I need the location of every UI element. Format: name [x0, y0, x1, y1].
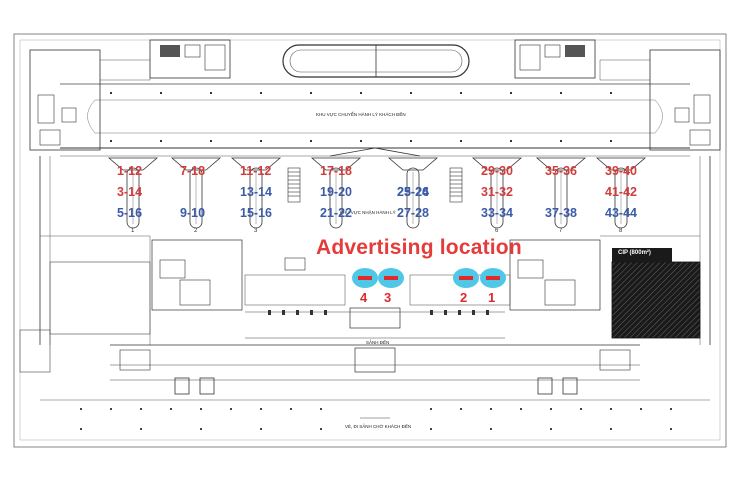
gate-code-bot: 37-38: [545, 206, 577, 220]
staircase-right: [449, 167, 463, 203]
gate-number: 1: [131, 228, 135, 234]
west-rooms: [19, 261, 151, 373]
plan-frame: [13, 33, 727, 448]
ad-spot-panel-3: [384, 276, 398, 280]
gate-code-mid: 23-24: [397, 185, 429, 199]
baggage-carousel: [107, 157, 159, 229]
exit-area: [40, 344, 710, 401]
ad-spot-panel-4: [358, 276, 372, 280]
ad-spot-number-1: 1: [488, 290, 496, 305]
gate-code-top: 11-12: [240, 164, 272, 178]
gate-number: 2: [194, 228, 198, 234]
plan-inner-frame: [19, 39, 721, 441]
sanh-den-label: SẢNH ĐẾN: [366, 340, 390, 345]
gate-code-mid: 13-14: [240, 185, 272, 199]
gate-code-mid: 3-14: [117, 185, 143, 199]
baggage-zone-label: KHU VỰC NHẬN HÀNH LÝ: [340, 210, 396, 215]
gate-code-top: 17-18: [320, 164, 352, 178]
baggage-carousel: [387, 157, 439, 229]
carousel-group: [107, 157, 647, 229]
gate-code-top: 39-40: [605, 164, 637, 178]
gate-code-top: 29-30: [481, 164, 513, 178]
baggage-carousel: [170, 157, 222, 229]
gate-code-mid: 41-42: [605, 185, 637, 199]
baggage-carousel: [535, 157, 587, 229]
ad-spot-panel-1: [486, 276, 500, 280]
corridor-end: [654, 99, 663, 134]
gate-code-mid: 25-26: [397, 185, 429, 199]
north-east-block: [514, 39, 721, 151]
gate-code-bot: 33-34: [481, 206, 513, 220]
baggage-carousel: [310, 157, 362, 229]
gate-code-top: 1-12: [117, 164, 143, 178]
gate-number: 3: [254, 228, 258, 234]
corridor-columns: [110, 92, 612, 142]
column-grid: [80, 408, 672, 430]
ad-spot-number-2: 2: [460, 290, 468, 305]
cip-label-bg: [612, 248, 672, 262]
gate-number: 8: [619, 228, 623, 234]
north-west-block: [29, 39, 231, 151]
gate-code-mid: 19-20: [320, 185, 352, 199]
ad-spot-number-3: 3: [384, 290, 392, 305]
corridor-end: [87, 99, 96, 134]
ad-spot-panel-2: [459, 276, 473, 280]
gate-code-mid: 31-32: [481, 185, 513, 199]
ve-xe-label: VÉ, ĐI SẢNH CHỜ KHÁCH ĐẾN: [345, 424, 412, 429]
baggage-carousel: [471, 157, 523, 229]
gate-code-bot: 5-16: [117, 206, 143, 220]
gate-number: 6: [495, 228, 499, 234]
gate-code-bot: 27-28: [397, 206, 429, 220]
cip-label: CIP (800m²): [618, 250, 651, 256]
gate-code-top: 7-18: [180, 164, 206, 178]
gate-code-bot: 21-22: [320, 206, 352, 220]
gate-code-bot: 9-10: [180, 206, 206, 220]
ad-marker-group: [352, 268, 506, 288]
gate-code-bot: 43-44: [605, 206, 637, 220]
cip-area: [611, 261, 701, 339]
advertising-location-title: Advertising location: [316, 236, 522, 259]
ad-spot-number-4: 4: [360, 290, 368, 305]
baggage-hall-structures: [151, 239, 601, 339]
arrival-zone-label: KHU VỰC CHUYỂN HÀNH LÝ KHÁCH ĐẾN: [316, 112, 406, 117]
central-entrance: [329, 147, 421, 157]
baggage-carousel: [230, 157, 282, 229]
gate-code-top: 35-36: [545, 164, 577, 178]
stub-markers: [268, 310, 489, 315]
baggage-carousel: [595, 157, 647, 229]
staircase-left: [287, 167, 301, 203]
gate-number: 7: [559, 228, 563, 234]
gate-code-bot: 15-16: [240, 206, 272, 220]
